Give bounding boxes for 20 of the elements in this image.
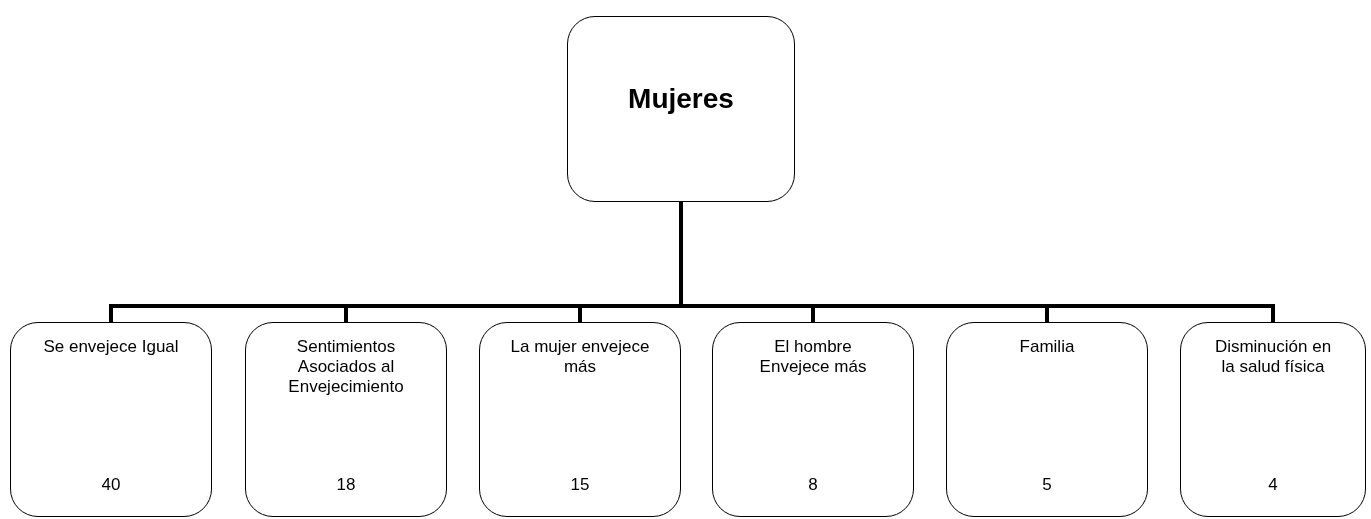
category-label: La mujer envejece más: [509, 337, 651, 377]
count-label: 40: [100, 475, 122, 495]
count-label: 15: [569, 475, 591, 495]
category-box: [1180, 322, 1366, 517]
count-label: 18: [335, 475, 357, 495]
category-box: [479, 322, 681, 517]
category-box: [10, 322, 212, 517]
count-label: 8: [807, 475, 819, 495]
title-label: Mujeres: [627, 82, 735, 116]
category-box: [712, 322, 914, 517]
category-label: Disminución en la salud física: [1213, 337, 1333, 377]
category-label: Sentimientos Asociados al Envejecimiento: [287, 337, 405, 397]
count-label: 5: [1041, 475, 1053, 495]
category-box: [946, 322, 1148, 517]
category-box: [245, 322, 447, 517]
root-box: [567, 16, 795, 202]
category-label: El hombre Envejece más: [758, 337, 868, 377]
category-label: Se envejece Igual: [42, 337, 180, 357]
count-label: 4: [1267, 475, 1279, 495]
category-label: Familia: [1018, 337, 1076, 357]
